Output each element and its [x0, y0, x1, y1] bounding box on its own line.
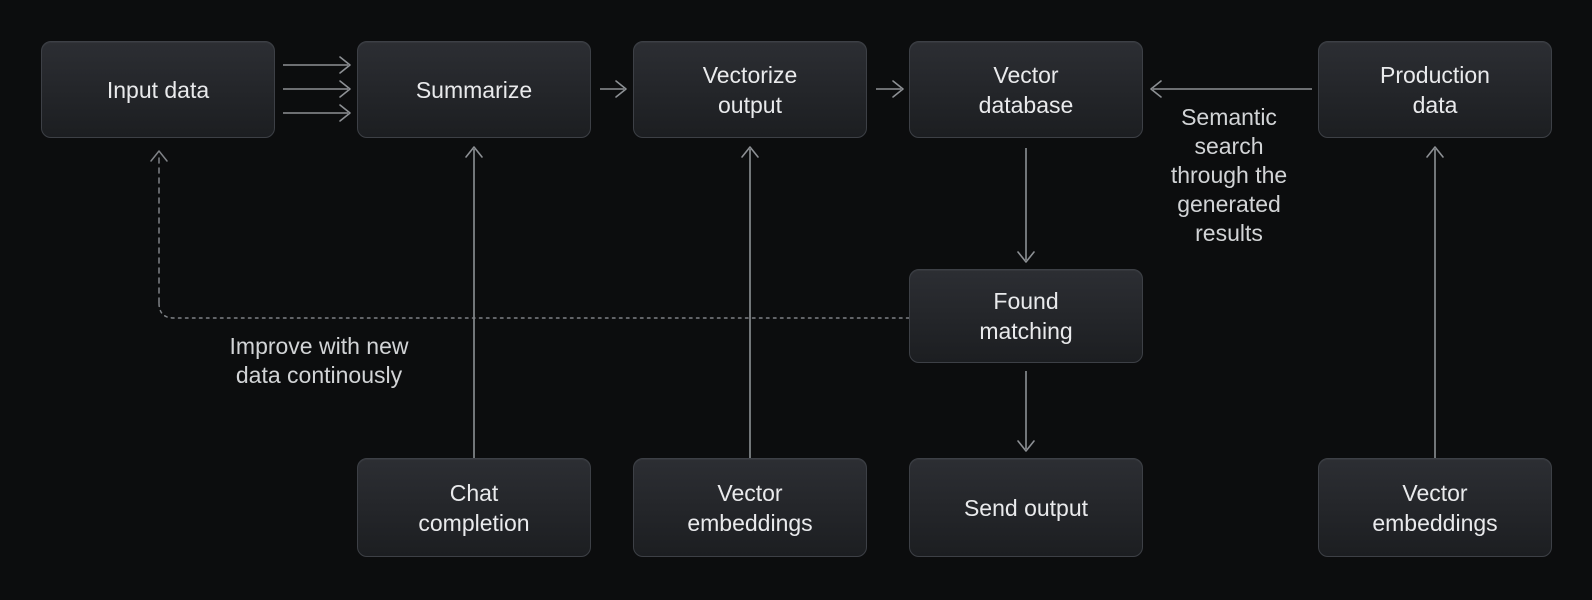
node-chat-completion: Chat completion — [357, 458, 591, 557]
node-label: Vector database — [978, 61, 1074, 118]
edge-input-to-summarize-3 — [283, 104, 351, 122]
arrowhead-icon — [339, 80, 351, 98]
arrowhead-icon — [339, 56, 351, 74]
node-vector-database: Vector database — [909, 41, 1143, 138]
node-vector-embeddings-right: Vector embeddings — [1318, 458, 1552, 557]
edge-vectordb-to-found — [1017, 148, 1035, 263]
edge-found-to-input-feedback — [150, 150, 910, 319]
edge-input-to-summarize-2 — [283, 80, 351, 98]
node-label: Production data — [1380, 61, 1490, 118]
node-label: Vector embeddings — [1372, 479, 1498, 536]
edge-embeddings-to-production — [1426, 146, 1444, 458]
arrowhead-icon — [465, 146, 483, 158]
arrowhead-icon — [1426, 146, 1444, 158]
node-send-output: Send output — [909, 458, 1143, 557]
node-label: Vector embeddings — [687, 479, 813, 536]
node-label: Found matching — [979, 288, 1073, 344]
edge-found-to-send — [1017, 371, 1035, 452]
arrowhead-icon — [615, 80, 627, 98]
arrowhead-icon — [1017, 440, 1035, 452]
edge-embeddings-to-vectorize — [741, 146, 759, 458]
improve-label: Improve with new data continously — [229, 333, 409, 388]
node-label: Summarize — [415, 76, 533, 103]
arrowhead-icon — [1150, 80, 1162, 98]
node-vector-embeddings-left: Vector embeddings — [633, 458, 867, 557]
node-found-matching: Found matching — [909, 269, 1143, 363]
node-production-data: Production data — [1318, 41, 1552, 138]
node-label: Input data — [106, 76, 210, 103]
semantic-search-label: Semantic search through the generated re… — [1170, 104, 1288, 246]
arrowhead-icon — [741, 146, 759, 158]
node-label: Chat completion — [418, 479, 530, 536]
edge-input-to-summarize-1 — [283, 56, 351, 74]
arrowhead-icon — [892, 80, 904, 98]
edge-vectorize-to-vectordb — [876, 80, 904, 98]
node-vectorize-output: Vectorize output — [633, 41, 867, 138]
arrowhead-icon — [1017, 251, 1035, 263]
arrowhead-icon — [339, 104, 351, 122]
node-input-data: Input data — [41, 41, 275, 138]
node-label: Send output — [963, 494, 1089, 521]
edge-summarize-to-vectorize — [600, 80, 627, 98]
edge-production-to-vectordb — [1150, 80, 1312, 98]
node-summarize: Summarize — [357, 41, 591, 138]
node-label: Vectorize output — [702, 61, 798, 118]
edge-chat-to-summarize — [465, 146, 483, 458]
arrowhead-icon — [150, 150, 168, 162]
